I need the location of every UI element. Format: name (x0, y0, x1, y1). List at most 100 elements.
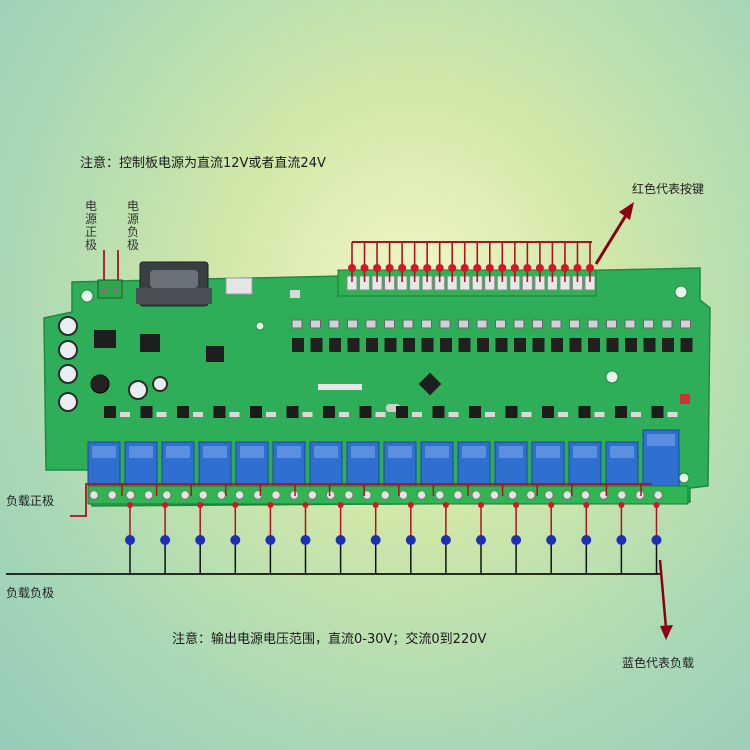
load-dot (370, 535, 381, 545)
output-red-dot (197, 502, 204, 508)
key-dot (473, 264, 482, 272)
key-dot (498, 264, 507, 272)
output-screw (416, 490, 427, 500)
transistor (213, 406, 226, 418)
resistor (643, 319, 654, 329)
transistor (469, 406, 481, 418)
power-screw (113, 288, 119, 294)
aux-connector (225, 277, 253, 295)
optocoupler (403, 338, 415, 352)
output-red-dot (513, 502, 520, 508)
output-screw (489, 490, 500, 500)
output-red-dot (267, 502, 274, 508)
transistor (651, 406, 664, 418)
output-red-dot (372, 502, 379, 508)
key-dot (460, 264, 469, 272)
output-screw (617, 490, 627, 500)
relay (457, 441, 491, 487)
resistor (587, 319, 599, 329)
key-dot (510, 264, 519, 272)
optocoupler (625, 338, 637, 352)
key-dot (560, 264, 569, 272)
output-screw (143, 490, 154, 500)
output-red-dot (232, 502, 239, 508)
relay-label-area (610, 446, 634, 458)
resistor (485, 412, 495, 417)
mount-hole (80, 289, 94, 303)
relay-label-area (425, 446, 449, 458)
output-screw (234, 490, 245, 500)
label-load-negative: 负载负极 (6, 586, 55, 600)
key-dot (448, 264, 457, 272)
load-dot (230, 535, 241, 545)
key-dot (423, 264, 432, 272)
key-wires (348, 241, 594, 282)
relay (272, 441, 306, 487)
optocoupler (458, 338, 471, 352)
relay-label-area (240, 446, 264, 458)
transistor-row (104, 406, 678, 418)
serial-port (136, 261, 212, 307)
resistor (594, 412, 605, 417)
transistor (104, 406, 116, 418)
capacitors (58, 316, 168, 412)
key-dot (586, 264, 594, 272)
output-screw (544, 490, 554, 500)
resistor (631, 412, 641, 417)
resistor (495, 319, 506, 329)
resistor (558, 412, 568, 417)
optocoupler (606, 338, 619, 352)
transistor (396, 406, 408, 418)
label-power-positive: 电源正极 (84, 199, 97, 252)
relay-label-area (647, 434, 675, 446)
mcu-chip (418, 372, 442, 396)
optocoupler (310, 338, 323, 352)
note-power-supply: 注意：控制板电源为直流12V或者直流24V (80, 156, 326, 171)
output-red-dot (442, 502, 449, 508)
output-red-dot (548, 502, 555, 508)
resistor (347, 319, 358, 329)
key-arrow-head (619, 202, 634, 220)
relay-label-area (573, 446, 597, 458)
key-dot (348, 264, 356, 272)
load-dot (195, 535, 206, 545)
relay-label-area (536, 446, 560, 458)
output-red-dot (337, 502, 344, 508)
transistor (250, 406, 262, 418)
optocoupler (329, 338, 341, 352)
load-arrow-line (658, 559, 668, 629)
resistor (375, 412, 386, 417)
ic-chip (140, 334, 160, 352)
relay (235, 441, 269, 487)
relay (87, 441, 121, 487)
load-dot (300, 535, 311, 545)
optocoupler (551, 338, 563, 352)
output-screw (198, 490, 208, 500)
transistor (140, 406, 153, 418)
resistor (606, 319, 617, 329)
resistor (476, 319, 488, 329)
relay-label-area (351, 446, 375, 458)
load-dot (581, 535, 592, 545)
relay-label-area (203, 446, 227, 458)
load-dot (335, 535, 346, 545)
transistor (432, 406, 445, 418)
output-screw (325, 490, 336, 500)
label-power-negative: 电源负极 (126, 199, 139, 252)
relay (124, 441, 158, 487)
input-screws (346, 275, 596, 291)
resistor (680, 319, 691, 329)
optocoupler (384, 338, 397, 352)
output-red-dot (478, 502, 484, 508)
output-screw (162, 490, 172, 500)
resistor (384, 319, 395, 329)
load-dot (160, 535, 171, 545)
optocoupler (347, 338, 360, 352)
resistor (661, 319, 673, 329)
label-blue-loads: 蓝色代表负载 (622, 656, 695, 670)
output-screw (289, 490, 299, 500)
output-screw (107, 490, 117, 500)
output-screw (180, 490, 190, 500)
mount-hole (674, 285, 688, 299)
